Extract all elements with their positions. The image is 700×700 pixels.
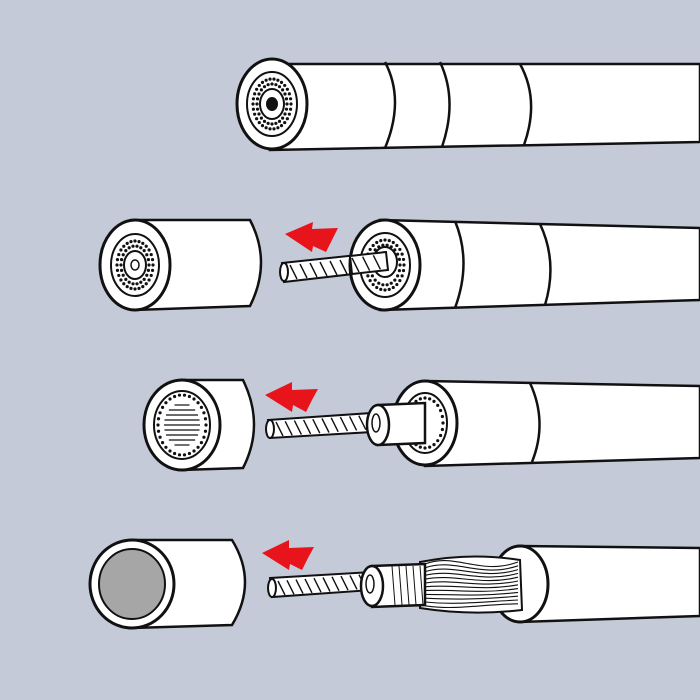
stranded-conductor-icon: [265, 411, 373, 440]
sleeve-inner: [98, 548, 166, 620]
removal-arrow-icon: [262, 540, 314, 570]
cable-band: [383, 61, 397, 149]
center-conductor: [266, 97, 278, 111]
cable-band: [438, 61, 451, 148]
removal-arrow-icon: [285, 222, 338, 252]
sleeve-strands: [164, 404, 200, 446]
shield-strands: [424, 560, 519, 609]
stranded-conductor-icon: [267, 570, 373, 599]
step-3-strip-braid: [142, 378, 700, 472]
braided-shield-icon: [115, 239, 155, 291]
cable-body: [378, 218, 700, 312]
cable-band: [518, 63, 533, 146]
step-2-strip-jacket: [98, 218, 700, 312]
step-1-intact-cable: [235, 57, 700, 152]
cable-band: [528, 382, 541, 463]
step-4-strip-dielectric: [88, 538, 700, 630]
cable-body: [268, 62, 700, 152]
cable-body: [423, 379, 700, 468]
cable-band: [538, 223, 552, 306]
cable-band: [453, 220, 465, 309]
braided-shield-icon: [251, 77, 293, 131]
removal-arrow-icon: [265, 382, 318, 412]
braided-shield-icon: [156, 393, 208, 457]
sleeve-center: [130, 259, 140, 271]
